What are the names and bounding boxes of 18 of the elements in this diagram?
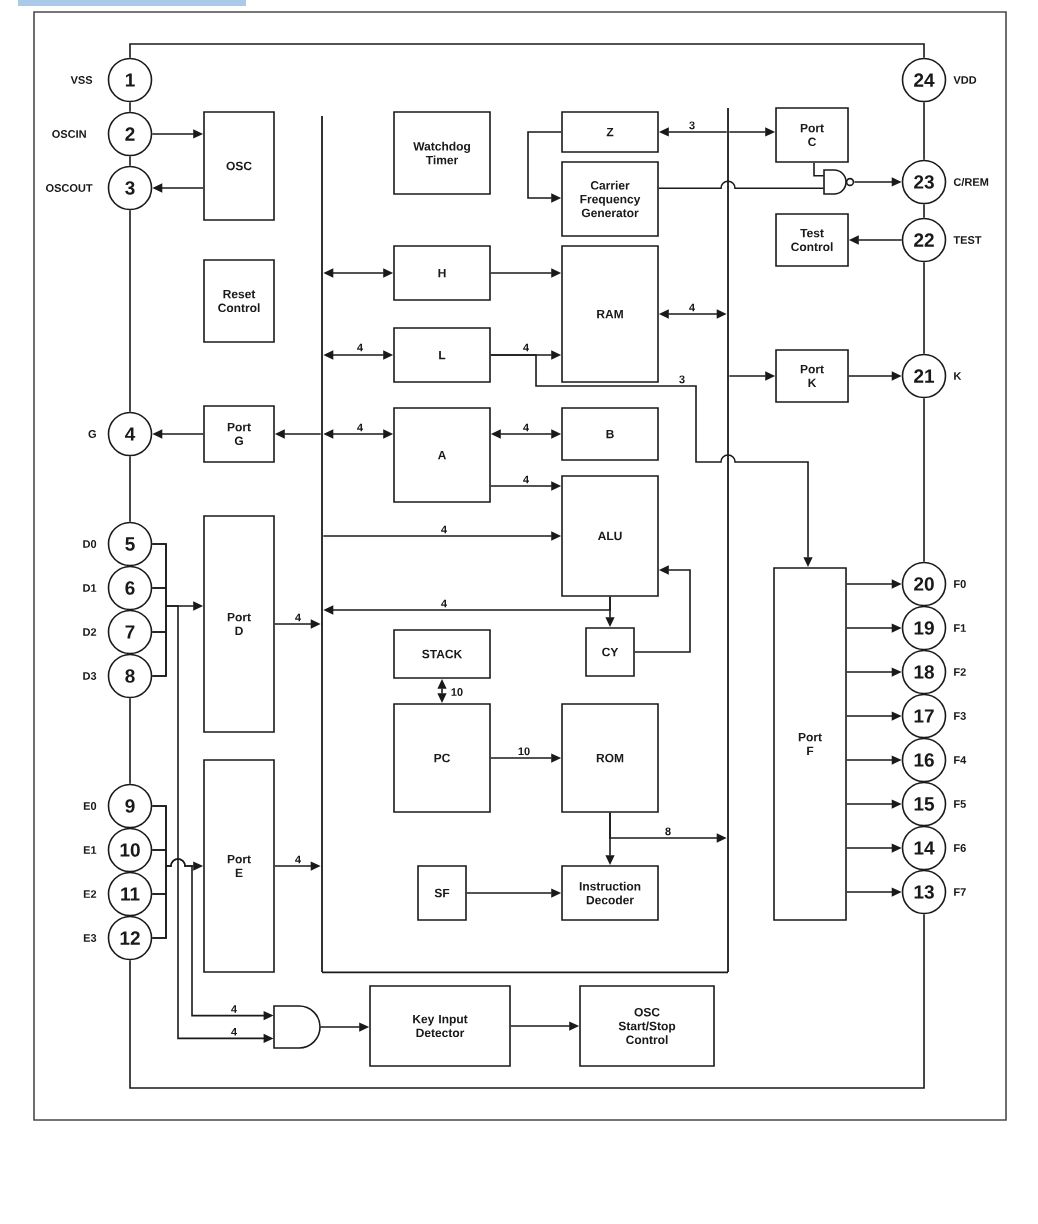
line — [923, 203, 925, 219]
line — [129, 43, 925, 59]
arrow — [527, 131, 562, 203]
line — [129, 155, 131, 167]
line — [129, 209, 131, 413]
line — [129, 455, 131, 523]
line — [923, 101, 925, 161]
line — [923, 261, 925, 355]
nand-gate — [823, 169, 855, 195]
line — [813, 162, 825, 177]
line — [658, 180, 825, 189]
and-gate — [273, 1005, 321, 1049]
line — [923, 397, 925, 563]
line — [129, 101, 131, 113]
line — [129, 913, 925, 1089]
line — [321, 971, 729, 974]
arrow — [634, 565, 691, 653]
line — [129, 697, 131, 785]
